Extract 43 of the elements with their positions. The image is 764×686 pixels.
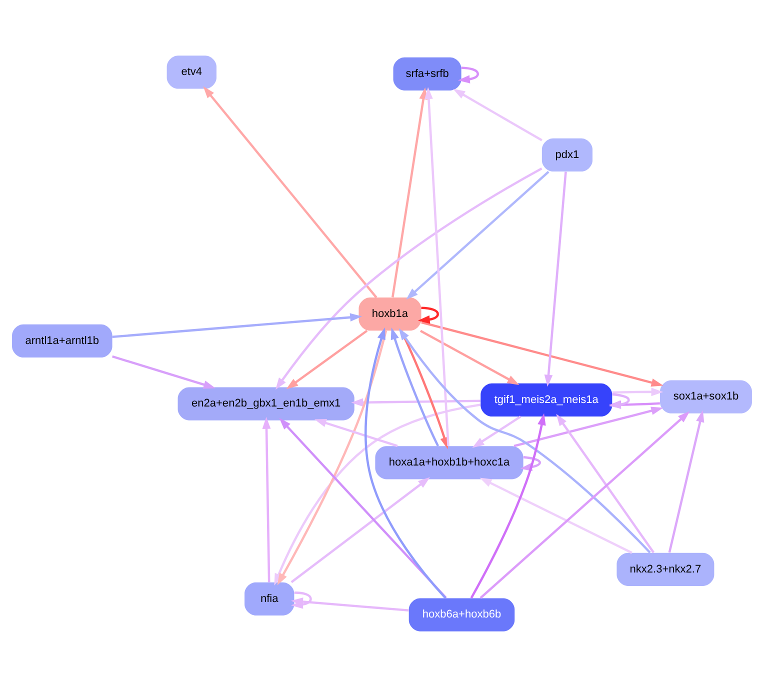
node-box: arntl1a+arntl1b [12, 324, 112, 358]
node-box: sox1a+sox1b [660, 380, 752, 413]
arrow [453, 88, 542, 141]
arrow [556, 413, 655, 553]
arrow [203, 86, 378, 298]
arrow [279, 417, 447, 598]
arrow [391, 86, 428, 297]
arrow [420, 329, 520, 385]
arrow [514, 406, 664, 447]
arrow [275, 166, 542, 390]
arrow [290, 476, 430, 583]
arrow [668, 410, 704, 552]
arrow [364, 326, 446, 598]
arrow [480, 477, 632, 554]
arrow [544, 171, 567, 386]
arrow [421, 320, 664, 386]
node-box: nkx2.3+nkx2.7 [616, 552, 714, 586]
arrow [472, 415, 522, 448]
arrow [424, 86, 450, 446]
node-box: tgif1_meis2a_meis1a [480, 382, 612, 416]
arrow [286, 329, 368, 389]
arrow [390, 326, 440, 446]
node-box: hoxb6a+hoxb6b [408, 598, 515, 631]
node-box: hoxb1a [358, 297, 422, 330]
arrow [470, 412, 546, 598]
node-box: en2a+en2b_gbx1_en1b_emx1 [178, 386, 354, 420]
node-box: nfia [244, 582, 294, 615]
arrow [351, 398, 480, 406]
arrow [418, 306, 439, 324]
node-box: etv4 [166, 55, 216, 88]
arrow [314, 418, 398, 447]
arrow [480, 410, 690, 598]
arrow [112, 312, 362, 338]
node-box: hoxa1a+hoxb1b+hoxc1a [375, 446, 524, 479]
node-box: srfa+srfb [393, 56, 462, 90]
arrow [398, 328, 651, 553]
node-box: pdx1 [542, 138, 592, 172]
arrow [612, 387, 664, 396]
arrow [277, 330, 388, 585]
arrow [112, 354, 216, 388]
arrow [262, 416, 271, 582]
arrow [406, 170, 550, 300]
arrow [458, 66, 480, 83]
